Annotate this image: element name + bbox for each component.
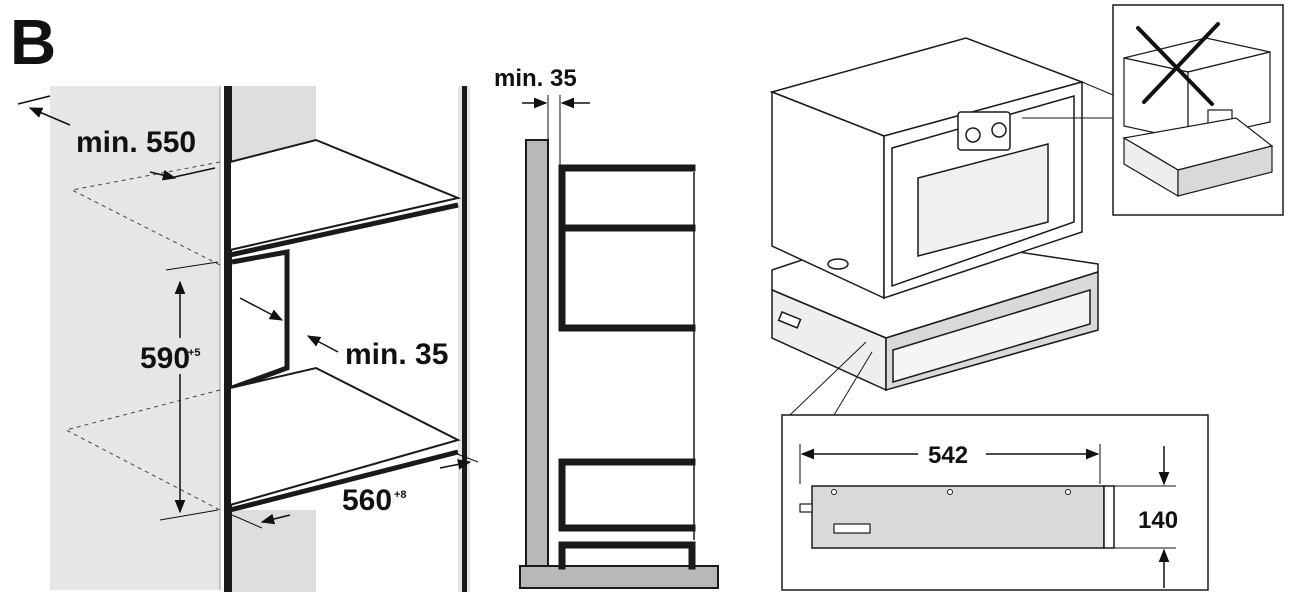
figure-letter: B <box>10 6 56 78</box>
width-tolerance-label: +8 <box>394 489 407 501</box>
cabinet-side-panel <box>525 139 549 567</box>
drawer-height-label: 140 <box>1138 507 1178 534</box>
floor-base <box>519 565 719 589</box>
height-tolerance-label: +5 <box>188 347 201 359</box>
oven-knob-right <box>991 122 1007 138</box>
height-dimension-label: 590 <box>140 342 190 375</box>
back-wall-bottom <box>230 510 316 592</box>
depth-dimension-label: min. 550 <box>76 126 196 159</box>
lower-shelf <box>229 366 461 507</box>
width-dimension-label: 560 <box>342 484 392 517</box>
oven-window <box>917 143 1049 257</box>
side-gap-label: min. 35 <box>494 65 577 92</box>
drawer-side-profile <box>811 485 1105 549</box>
oven-knob-left <box>965 127 981 143</box>
oven-drawer-assembly <box>769 37 1099 392</box>
right-post <box>462 86 467 592</box>
drawer-width-label: 542 <box>928 442 968 469</box>
vent-gap-label: min. 35 <box>345 338 448 371</box>
incorrect-combination-inset <box>1022 4 1284 216</box>
cabinet-niche-view: min. 550 590 +5 560 +8 min. 35 <box>17 86 479 592</box>
cross-mark-icon <box>1136 22 1220 106</box>
side-section-view: min. 35 <box>494 65 719 589</box>
upper-shelf <box>229 138 462 252</box>
drawer-dimension-inset: 542 140 <box>781 341 1209 591</box>
left-post <box>224 86 232 592</box>
